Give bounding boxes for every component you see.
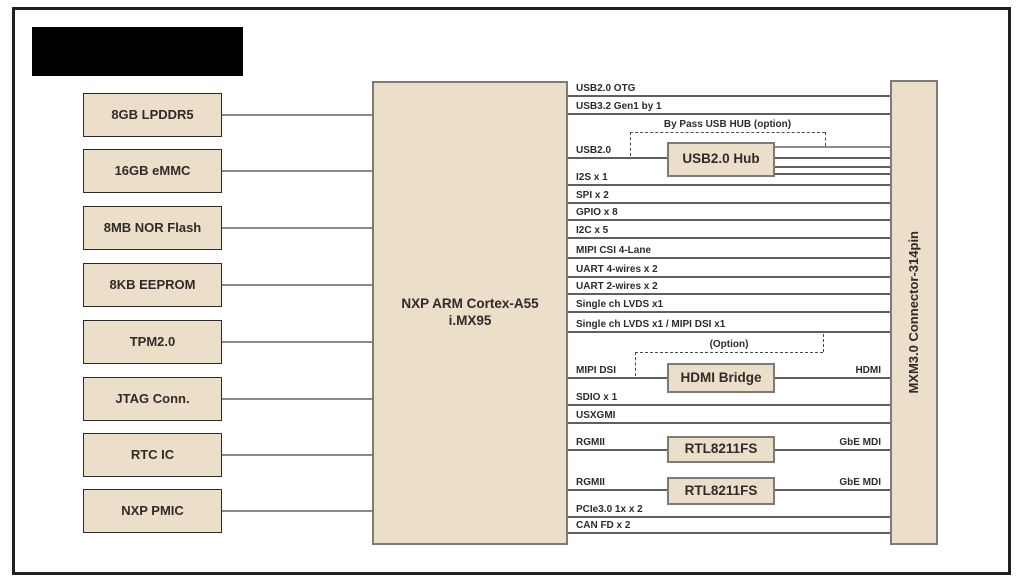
bus-label-uart2: UART 2-wires x 2 [576,281,658,292]
hdmi-option-label: (Option) [709,339,749,350]
phy1-label: RTL8211FS [684,441,758,457]
wire-nor-flash [222,227,372,230]
hdmi-option-dash-horizontal [635,352,823,353]
block-label: TPM2.0 [129,333,176,349]
mxm-connector-label: MXM3.0 Connector-314pin [905,231,921,394]
bus-line-usxgmi [568,422,890,424]
block-rtc: RTC IC [83,433,222,477]
bus-label-pcie: PCIe3.0 1x x 2 [576,504,643,515]
bus-label-usb20-otg: USB2.0 OTG [576,83,636,94]
usb-bypass-dash-left [630,132,631,156]
block-emmc: 16GB eMMC [83,149,222,193]
block-tpm: TPM2.0 [83,320,222,364]
bus-line-uart4 [568,276,890,278]
bus-line-usb20-otg [568,95,890,97]
soc-label-line1: NXP ARM Cortex-A55 [401,296,539,312]
bus-line-i2c [568,237,890,239]
block-label: JTAG Conn. [115,390,190,406]
bus-label-mipi-csi: MIPI CSI 4-Lane [576,245,652,256]
bus-line-gpio [568,219,890,221]
bus-line-rgmii1-to-phy [568,449,667,451]
redacted-logo-block [32,27,243,76]
usb-hub-block: USB2.0 Hub [667,142,775,177]
hdmi-bridge-label: HDMI Bridge [680,369,762,385]
bus-label-uart4: UART 4-wires x 2 [576,264,658,275]
bus-label-spi: SPI x 2 [576,190,609,201]
mxm-connector-block: MXM3.0 Connector-314pin [890,80,938,545]
phy2-block: RTL8211FS [667,477,775,505]
bus-line-canfd [568,532,890,534]
bus-line-rgmii2-to-phy [568,489,667,491]
block-label: 16GB eMMC [114,162,191,178]
block-eeprom: 8KB EEPROM [83,263,222,307]
bus-label-i2c: I2C x 5 [576,225,609,236]
right-label-gbe-mdi-1: GbE MDI [839,437,881,448]
block-lpddr5: 8GB LPDDR5 [83,93,222,137]
usb-bypass-dash-right [825,132,826,146]
usb-bypass-label: By Pass USB HUB (option) [663,119,792,130]
hub-out-line-2 [775,157,890,159]
phy2-label: RTL8211FS [684,482,758,498]
block-jtag: JTAG Conn. [83,377,222,421]
bus-label-lvds-dsi: Single ch LVDS x1 / MIPI DSI x1 [576,319,726,330]
bus-line-mipi-dsi-to-bridge [568,377,667,379]
wire-eeprom [222,284,372,287]
bus-label-sdio: SDIO x 1 [576,392,618,403]
block-nor-flash: 8MB NOR Flash [83,206,222,250]
hub-out-line-4 [775,173,890,175]
bus-label-rgmii2: RGMII [576,477,605,488]
wire-tpm [222,341,372,344]
block-label: 8GB LPDDR5 [111,106,194,122]
wire-lpddr5 [222,114,372,117]
wire-pmic [222,510,372,513]
phy2-out-line-gbe [775,489,890,491]
bus-label-gpio: GPIO x 8 [576,207,618,218]
block-label: 8MB NOR Flash [103,219,202,235]
block-label: NXP PMIC [121,502,184,518]
wire-emmc [222,170,372,173]
bus-label-usb20: USB2.0 [576,145,612,156]
phy1-block: RTL8211FS [667,436,775,463]
block-label: 8KB EEPROM [109,276,196,292]
wire-rtc [222,454,372,457]
bus-label-rgmii1: RGMII [576,437,605,448]
soc-label-line2: i.MX95 [448,313,492,328]
bus-line-lvds-dsi [568,331,890,333]
bus-label-lvds: Single ch LVDS x1 [576,299,664,310]
bus-line-lvds [568,311,890,313]
bus-line-usb20-to-hub [568,157,667,159]
hub-out-line-1 [775,146,890,149]
bus-line-i2s [568,184,890,186]
bus-line-sdio [568,404,890,406]
phy1-out-line-gbe [775,449,890,451]
right-label-gbe-mdi-2: GbE MDI [839,477,881,488]
bus-line-usb32 [568,113,890,115]
bus-line-spi [568,202,890,204]
wire-jtag [222,398,372,401]
hdmi-bridge-block: HDMI Bridge [667,363,775,393]
usb-hub-label: USB2.0 Hub [682,151,760,167]
bus-line-uart2 [568,293,890,295]
bus-line-mipi-csi [568,257,890,259]
block-label: RTC IC [130,446,175,462]
soc-block: NXP ARM Cortex-A55 i.MX95 [372,81,568,545]
block-pmic: NXP PMIC [83,489,222,533]
right-label-hdmi: HDMI [855,365,881,376]
bus-label-usxgmi: USXGMI [576,410,616,421]
bus-label-canfd: CAN FD x 2 [576,520,631,531]
bridge-out-line-hdmi [775,377,890,379]
usb-bypass-dash-horizontal [630,132,825,133]
bus-label-i2s: I2S x 1 [576,172,608,183]
bus-label-mipi-dsi: MIPI DSI [576,365,617,376]
bus-line-pcie [568,516,890,518]
hub-out-line-3 [775,166,890,168]
soc-label: NXP ARM Cortex-A55 i.MX95 [401,296,538,330]
hdmi-option-dash-left [635,352,636,376]
bus-label-usb32: USB3.2 Gen1 by 1 [576,101,662,112]
hdmi-option-dash-right [823,334,824,352]
